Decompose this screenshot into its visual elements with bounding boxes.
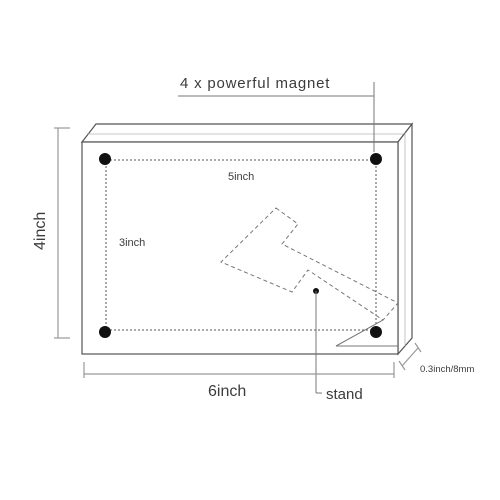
- height-label: 4inch: [32, 212, 49, 250]
- inner-width-label: 5inch: [228, 171, 254, 183]
- magnet-bottom-left: [99, 326, 111, 338]
- thickness-dimension-line: [401, 347, 419, 367]
- stand-label: stand: [326, 386, 363, 403]
- magnet-top-right: [370, 153, 382, 165]
- thickness-cap-b: [414, 342, 422, 353]
- magnet-label: 4 x powerful magnet: [180, 75, 330, 92]
- magnet-top-left: [99, 153, 111, 165]
- thickness-label: 0.3inch/8mm: [420, 364, 474, 375]
- frame-top-face: [80, 123, 414, 143]
- stand-hinge-line: [335, 319, 398, 347]
- width-label: 6inch: [208, 383, 246, 400]
- inner-height-label: 3inch: [119, 237, 145, 249]
- frame-front-face: [81, 141, 399, 355]
- magnet-bottom-right: [370, 326, 382, 338]
- thickness-cap-a: [398, 360, 406, 371]
